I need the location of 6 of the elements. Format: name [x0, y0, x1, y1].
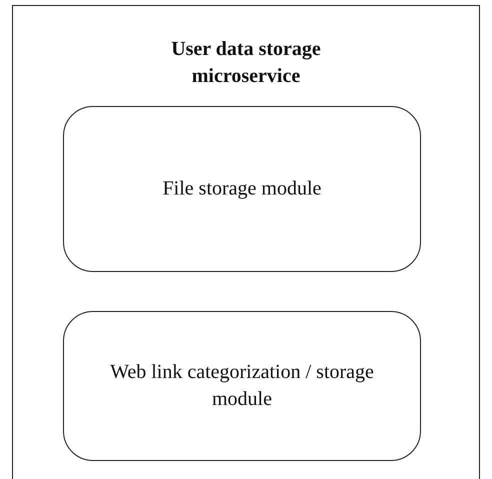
module-box	[63, 106, 421, 272]
module-label: Web link categorization / storage module	[109, 360, 375, 412]
microservice-container	[12, 5, 480, 479]
module-label: File storage module	[162, 176, 322, 202]
container-title: User data storage microservice	[170, 37, 322, 89]
module-box	[63, 311, 421, 461]
